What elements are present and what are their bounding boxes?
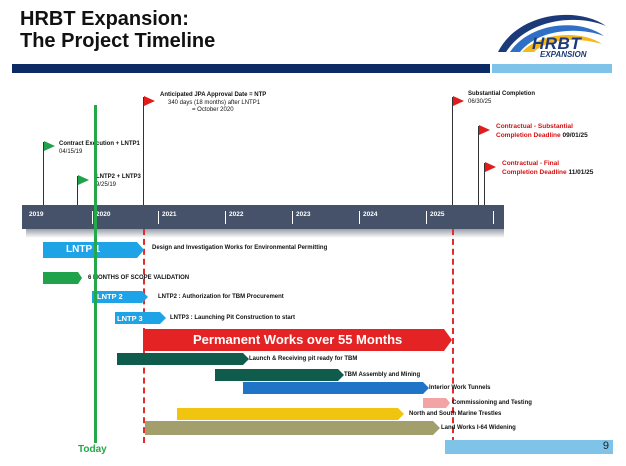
interior-desc: Interior Work Tunnels bbox=[429, 385, 491, 391]
year-label: 2021 bbox=[162, 211, 177, 218]
tbm-bar bbox=[215, 369, 344, 381]
scope-bar bbox=[43, 272, 82, 284]
year-label: 2025 bbox=[430, 211, 445, 218]
milestone-jpa: Anticipated JPA Approval Date = NTP 340 … bbox=[160, 92, 266, 115]
milestone-cs-label1: Contractual - Substantial bbox=[496, 123, 573, 130]
milestone-jpa-line3: = October 2020 bbox=[192, 107, 234, 113]
milestone-substantial-label: Substantial Completion bbox=[468, 91, 536, 97]
red-flag-icon bbox=[485, 162, 496, 172]
tbm-desc: TBM Assembly and Mining bbox=[344, 372, 421, 378]
title-line-2: The Project Timeline bbox=[20, 30, 216, 52]
lntp3-desc: LNTP3 : Launching Pit Construction to st… bbox=[170, 315, 295, 321]
year-tick bbox=[158, 211, 159, 224]
timeline-shadow bbox=[26, 229, 504, 238]
page-number-bar: 9 bbox=[445, 440, 613, 454]
milestone-cf-label1: Contractual - Final bbox=[502, 160, 560, 167]
hrbt-logo-swoosh bbox=[498, 14, 606, 52]
year-label: 2022 bbox=[229, 211, 244, 218]
land-works-desc: Land Works I-64 Widening bbox=[441, 425, 516, 431]
today-line bbox=[94, 105, 97, 443]
lntp1-bar bbox=[43, 242, 144, 258]
lntp3-bar bbox=[115, 312, 166, 324]
land-works-bar bbox=[145, 421, 440, 435]
flag-pole bbox=[77, 176, 78, 205]
completion-dashed-line bbox=[452, 229, 454, 443]
milestone-contract-final: Contractual - Final Completion Deadline … bbox=[502, 159, 593, 177]
trestles-bar bbox=[177, 408, 404, 420]
milestone-substantial: Substantial Completion 06/30/25 bbox=[468, 91, 535, 106]
flag-pole bbox=[143, 97, 144, 205]
page-number: 9 bbox=[602, 440, 609, 452]
year-label: 2019 bbox=[29, 211, 44, 218]
lntp2-bar bbox=[92, 291, 148, 303]
red-flag-icon bbox=[144, 96, 155, 106]
logo-text: HRBT bbox=[532, 34, 582, 53]
interior-bar bbox=[243, 382, 429, 394]
header-bar-accent bbox=[492, 64, 612, 73]
title-line-1: HRBT Expansion: bbox=[20, 8, 189, 30]
gantt-bars bbox=[43, 242, 452, 435]
milestone-lntp23-date: 9/25/19 bbox=[96, 181, 117, 188]
launch-bar bbox=[117, 353, 249, 365]
milestone-lntp23: LNTP2 + LNTP3 9/25/19 bbox=[96, 174, 141, 189]
lntp1-desc: Design and Investigation Works for Envir… bbox=[152, 245, 328, 251]
flag-pole bbox=[43, 142, 44, 205]
red-flag-icon bbox=[479, 125, 490, 135]
milestone-cf-date: 11/01/25 bbox=[568, 169, 594, 176]
green-flag-icon bbox=[44, 141, 55, 151]
lntp3-tag: LNTP 3 bbox=[117, 314, 143, 323]
year-tick bbox=[92, 211, 93, 224]
flag-pole bbox=[452, 97, 453, 205]
permanent-works-label: Permanent Works over 55 Months bbox=[193, 332, 403, 347]
year-tick bbox=[292, 211, 293, 224]
year-tick bbox=[359, 211, 360, 224]
page-title: HRBT Expansion: The Project Timeline bbox=[20, 8, 215, 52]
milestone-jpa-label: Anticipated JPA Approval Date = NTP bbox=[160, 92, 267, 98]
milestone-cf-label2: Completion Deadline bbox=[502, 169, 567, 176]
milestone-contract-label: Contract Execution + LNTP1 bbox=[59, 141, 140, 147]
lntp2-tag: LNTP 2 bbox=[97, 292, 123, 301]
milestone-jpa-line2: 340 days (18 months) after LNTP1 bbox=[168, 99, 261, 106]
year-label: 2020 bbox=[96, 211, 111, 218]
red-flag-icon bbox=[453, 96, 464, 106]
header-bar bbox=[12, 64, 490, 73]
year-tick bbox=[493, 211, 494, 224]
milestone-cs-label2: Completion Deadline bbox=[496, 132, 561, 139]
today-label: Today bbox=[78, 444, 107, 455]
commissioning-bar bbox=[423, 398, 450, 408]
year-timeline bbox=[22, 205, 504, 229]
lntp2-desc: LNTP2 : Authorization for TBM Procuremen… bbox=[158, 294, 284, 300]
milestone-contract-date: 04/15/19 bbox=[59, 148, 83, 155]
milestone-contract-substantial: Contractual - Substantial Completion Dea… bbox=[496, 122, 588, 140]
commissioning-desc: Commissioning and Testing bbox=[452, 400, 532, 406]
scope-desc: 6 MONTHS OF SCOPE VALIDATION bbox=[88, 275, 190, 281]
green-flag-icon bbox=[78, 175, 89, 185]
milestone-lntp23-label: LNTP2 + LNTP3 bbox=[96, 174, 141, 180]
milestone-cs-date: 09/01/25 bbox=[562, 132, 588, 139]
milestone-substantial-date: 06/30/25 bbox=[468, 98, 492, 105]
logo-subtext: EXPANSION bbox=[540, 50, 587, 59]
lntp1-tag: LNTP 1 bbox=[66, 244, 101, 255]
milestone-contract: Contract Execution + LNTP1 04/15/19 bbox=[59, 141, 140, 156]
year-tick bbox=[225, 211, 226, 224]
trestles-desc: North and South Marine Trestles bbox=[409, 411, 502, 417]
year-label: 2023 bbox=[296, 211, 311, 218]
flag-pole bbox=[478, 126, 479, 205]
launch-desc: Launch & Receiving pit ready for TBM bbox=[249, 356, 358, 362]
permanent-works-bar bbox=[143, 329, 452, 351]
year-tick bbox=[426, 211, 427, 224]
year-label: 2024 bbox=[363, 211, 378, 218]
flag-pole bbox=[484, 163, 485, 205]
